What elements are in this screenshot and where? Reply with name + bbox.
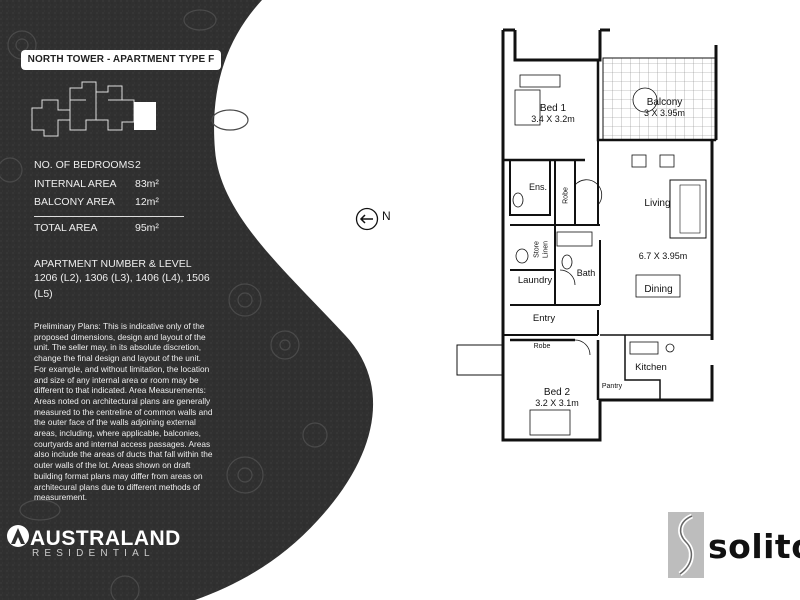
room-pantry: Pantry xyxy=(601,383,623,390)
room-laundry: Laundry xyxy=(517,275,553,286)
apartment-heading: APARTMENT NUMBER & LEVEL xyxy=(34,258,192,270)
room-name: Dining xyxy=(644,284,673,295)
australand-logo-icon xyxy=(7,525,29,547)
room-bath: Bath xyxy=(576,268,596,278)
fact-value: 12m² xyxy=(135,196,159,208)
floor-plan xyxy=(456,28,718,442)
fact-balcony-area: BALCONY AREA 12m² xyxy=(34,193,214,212)
plan-title: NORTH TOWER - APARTMENT TYPE F xyxy=(21,50,221,70)
floral-pattern xyxy=(0,9,328,600)
fact-total-area: TOTAL AREA 95m² xyxy=(34,219,214,238)
room-ensuite: Ens. xyxy=(528,182,547,192)
apartment-numbers: 1206 (L2), 1306 (L3), 1406 (L4), 1506 (L… xyxy=(34,272,210,300)
room-dimensions: 3.2 X 3.1m xyxy=(535,398,579,408)
room-kitchen: Kitchen xyxy=(635,362,667,373)
room-name: Living xyxy=(644,198,671,209)
fact-label: TOTAL AREA xyxy=(34,221,98,234)
fact-value: 95m² xyxy=(135,221,159,234)
room-dimensions: 3 X 3.95m xyxy=(643,108,686,118)
disclaimer-text: Preliminary Plans: This is indicative on… xyxy=(34,321,213,503)
living-dimensions: 6.7 X 3.95m xyxy=(638,251,688,261)
room-robe-2: Robe xyxy=(533,343,551,350)
room-robe-1: Robe xyxy=(562,187,570,204)
room-bed-2: Bed 2 3.2 X 3.1m xyxy=(532,387,582,408)
fact-bedrooms: NO. OF BEDROOMS 2 xyxy=(34,156,214,175)
fact-label: NO. OF BEDROOMS xyxy=(34,159,135,171)
room-living: Living xyxy=(635,198,680,209)
divider xyxy=(34,215,184,217)
solito-logo-icon xyxy=(668,512,704,578)
room-entry: Entry xyxy=(532,313,556,324)
developer-name: AUSTRALAND xyxy=(30,527,181,550)
room-dining: Dining xyxy=(636,284,681,295)
key-plan-diagram xyxy=(31,81,156,137)
fact-value: 83m² xyxy=(135,177,159,190)
apartment-facts: NO. OF BEDROOMS 2 INTERNAL AREA 83m² BAL… xyxy=(34,156,214,237)
north-arrow-icon xyxy=(355,207,379,231)
brand-name: solito xyxy=(708,527,800,566)
room-dimensions: 3.4 X 3.2m xyxy=(531,114,575,124)
room-balcony: Balcony 3 X 3.95m xyxy=(637,97,692,118)
fact-internal-area: INTERNAL AREA 83m² xyxy=(34,175,214,194)
room-name: Bed 2 xyxy=(543,387,571,398)
fact-value: 2 xyxy=(135,159,141,171)
room-name: Balcony xyxy=(646,97,683,108)
north-label: N xyxy=(382,209,391,223)
fact-label: INTERNAL AREA xyxy=(34,177,117,190)
room-linen: Linen xyxy=(542,240,550,259)
fact-label: BALCONY AREA xyxy=(34,196,115,208)
developer-sub: RESIDENTIAL xyxy=(32,548,155,559)
room-store: Store xyxy=(533,241,541,258)
room-name: Bed 1 xyxy=(539,103,567,114)
room-bed-1: Bed 1 3.4 X 3.2m xyxy=(528,103,578,124)
